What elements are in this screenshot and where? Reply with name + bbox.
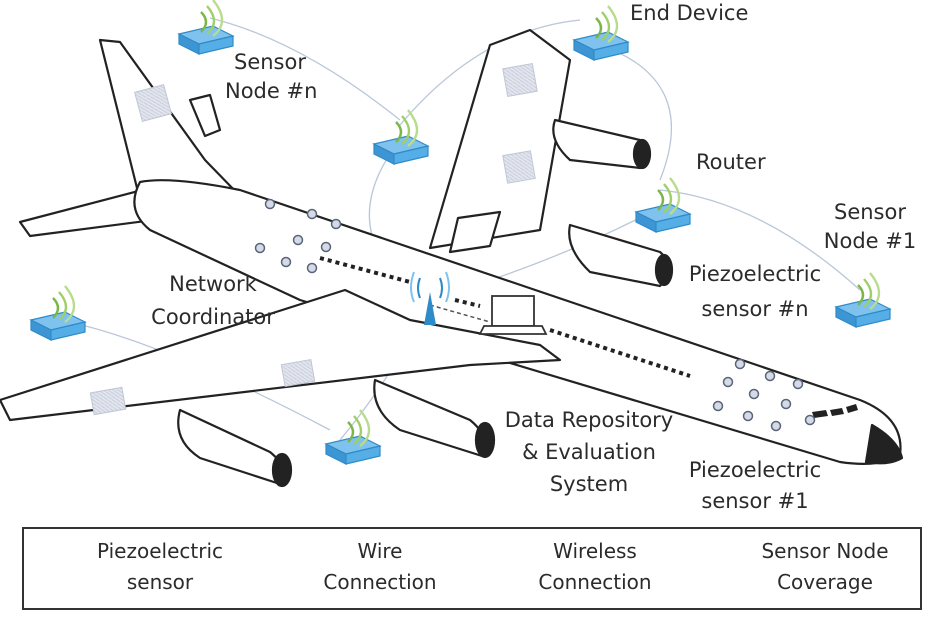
legend-piezo-label: Piezoelectric sensor: [97, 539, 223, 594]
label-router: Router: [696, 150, 766, 174]
legend: [22, 527, 922, 610]
engine: [177, 408, 286, 486]
sensor-node-n-device-icon: [177, 0, 235, 56]
sensor-node-device-icon: [29, 284, 87, 342]
network-coordinator-antenna-icon: [410, 271, 450, 325]
label-sensor-node-n: Sensor Node #n: [225, 50, 318, 103]
sensor-node-1-device-icon: [834, 271, 892, 329]
router-device-icon: [372, 108, 430, 166]
wire-connection-line: [429, 304, 491, 323]
engine: [373, 378, 487, 458]
label-piezoelectric-sensor-n: Piezoelectric sensor #n: [688, 262, 822, 321]
router-device-icon: [634, 176, 692, 234]
fuselage-windows: [319, 256, 691, 378]
piezoelectric-sensors: [254, 198, 816, 432]
label-end-device: End Device: [630, 1, 749, 25]
vertical-tail: [98, 38, 242, 198]
label-data-repository: Data Repository & Evaluation System: [504, 408, 674, 496]
label-sensor-node-1: Sensor Node #1: [823, 200, 917, 253]
engine: [568, 223, 671, 288]
legend-wireless-label: Wireless Connection: [538, 539, 652, 594]
legend-coverage-label: Sensor Node Coverage: [761, 539, 889, 594]
sensor-node-device-icon: [324, 408, 382, 466]
engine: [552, 118, 649, 170]
airplane: [0, 28, 904, 488]
legend-wire-label: Wire Connection: [323, 539, 437, 594]
sensor-coverage-patches: [89, 63, 538, 416]
label-network-coordinator: Network Coordinator: [151, 272, 275, 329]
laptop-icon: [478, 295, 548, 335]
end-device-icon: [572, 4, 630, 62]
label-piezoelectric-sensor-1: Piezoelectric sensor #1: [688, 458, 822, 513]
cockpit-windows: [812, 404, 858, 418]
